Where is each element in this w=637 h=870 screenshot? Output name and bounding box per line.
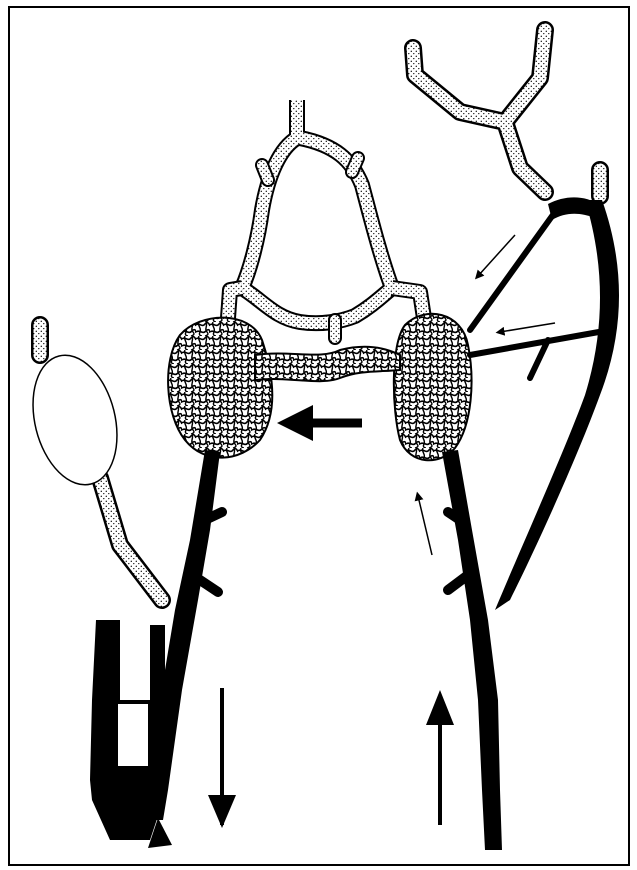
arrow-small-upper-left-2 — [500, 323, 555, 332]
arrow-up-right-head — [426, 690, 454, 725]
arrow-small-up — [418, 496, 432, 555]
oval-structure — [20, 346, 130, 493]
arrow-down-left-head — [208, 795, 236, 828]
stippled-vessels — [40, 30, 600, 600]
arrow-small-upper-left-1 — [478, 235, 515, 276]
flow-arrows — [208, 235, 555, 828]
capillary-meshes — [168, 314, 471, 460]
solid-vessels — [90, 197, 619, 850]
